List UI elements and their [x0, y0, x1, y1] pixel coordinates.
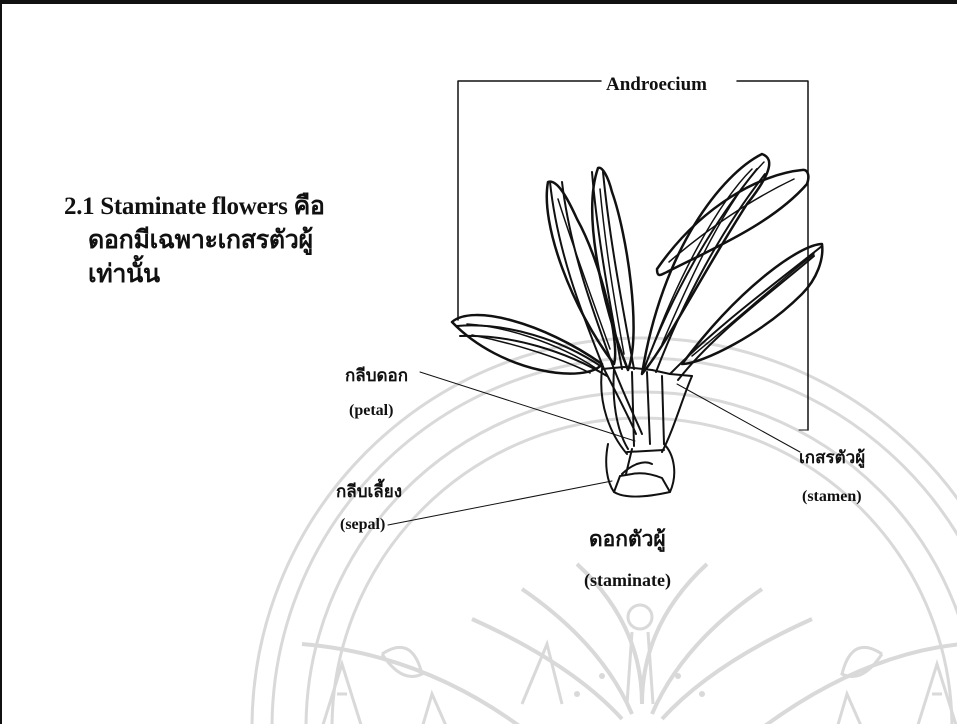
staminate-flower-diagram	[2, 4, 957, 724]
anthers	[452, 154, 822, 374]
heading-line-2: ดอกมีเฉพาะเกสรตัวผู้	[64, 224, 325, 258]
stamen-label-thai: เกสรตัวผู้	[799, 444, 865, 471]
androecium-label: Androecium	[604, 74, 709, 96]
androecium-bracket-left	[458, 81, 601, 320]
heading-line-1: 2.1 Staminate flowers คือ	[64, 193, 325, 220]
androecium-bracket-right	[737, 81, 808, 430]
staminate-label-english: (staminate)	[584, 570, 671, 591]
staminate-label-thai: ดอกตัวผู้	[589, 523, 666, 556]
leader-lines	[388, 372, 807, 525]
section-heading: 2.1 Staminate flowers คือ ดอกมีเฉพาะเกสร…	[64, 190, 325, 292]
petal-label-thai: กลีบดอก	[345, 362, 408, 389]
sepal-label-english: (sepal)	[340, 516, 385, 534]
stamen-filaments	[457, 169, 822, 434]
sepal-label-thai: กลีบเลี้ยง	[336, 478, 402, 505]
heading-line-3: เท่านั้น	[64, 258, 325, 292]
stamen-label-english: (stamen)	[802, 488, 862, 506]
petal-label-english: (petal)	[349, 402, 393, 420]
